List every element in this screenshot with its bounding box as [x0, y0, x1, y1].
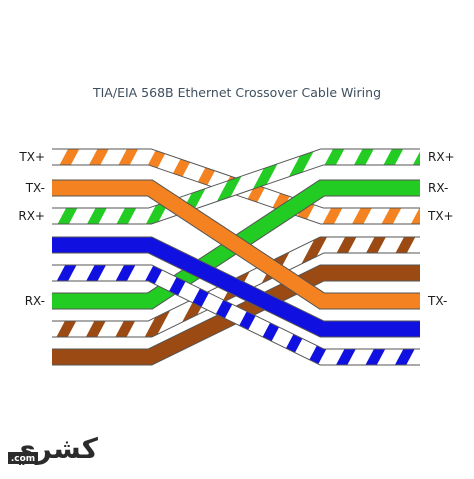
right-pin-label: TX-: [427, 294, 447, 308]
labels-layer: TX+ TX- RX+ RX- RX+ RX- TX+ TX-: [18, 150, 454, 308]
left-pin-label: TX+: [18, 150, 45, 164]
wire-white-green: [52, 149, 420, 224]
wires-layer: [52, 148, 420, 366]
left-pin-label: RX-: [25, 294, 45, 308]
right-pin-label: RX-: [428, 181, 448, 195]
wire-white-blue: [52, 265, 420, 365]
left-pin-label: TX-: [25, 181, 45, 195]
watermark-badge: [8, 452, 38, 464]
diagram-title: TIA/EIA 568B Ethernet Crossover Cable Wi…: [92, 85, 381, 100]
right-pin-label: TX+: [427, 209, 454, 223]
wire-orange: [52, 180, 420, 309]
right-pin-label: RX+: [428, 150, 455, 164]
watermark-logo: كشري .com: [8, 432, 99, 465]
left-pin-label: RX+: [18, 209, 45, 223]
wire-blue: [52, 237, 420, 337]
watermark-small-text: .com: [11, 454, 35, 464]
